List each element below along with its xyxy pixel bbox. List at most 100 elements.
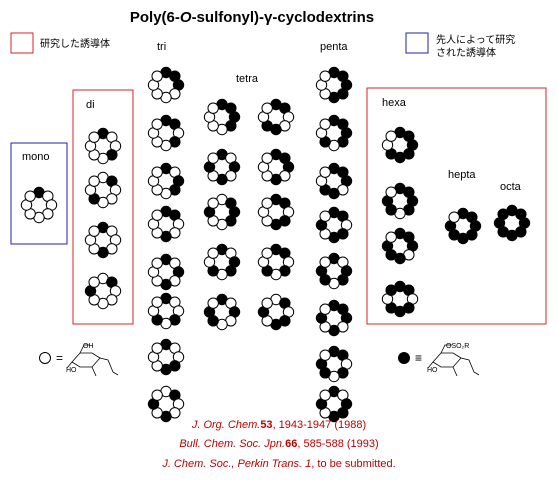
sulfonyl-group-label: OSO₂R (446, 343, 469, 350)
glucose-unit-circle (319, 256, 331, 268)
ring-tetra-7 (203, 243, 241, 281)
glucose-unit-circle (319, 166, 331, 178)
ring-tetra-5 (203, 193, 241, 231)
ring-tri-8 (147, 385, 185, 423)
glucose-unit-circle (319, 389, 331, 401)
reference-3-journal: J. Chem. Soc., Perkin Trans. 1 (162, 458, 312, 470)
ring-hexa-1 (381, 126, 419, 164)
legend-studied-label: 研究した誘導体 (40, 37, 110, 50)
ring-tetra-1 (203, 98, 241, 136)
ring-tri-4 (147, 205, 185, 243)
mono-group-frame (10, 142, 68, 245)
legend-studied-swatch (10, 32, 34, 54)
ring-di-1 (84, 127, 122, 165)
ring-tri-3 (147, 162, 185, 200)
glucose-unit-circle (385, 130, 397, 142)
glucose-unit-circle (319, 210, 331, 222)
reference-1: J. Org. Chem.53, 1943-1947 (1988) (0, 419, 558, 431)
ring-tetra-6 (257, 193, 295, 231)
ring-penta-7 (315, 345, 353, 383)
glucose-unit-circle (385, 186, 397, 198)
sulfonyl-unit-structure-icon (427, 344, 480, 377)
ring-tetra-2 (257, 98, 295, 136)
glucose-unit-circle (261, 152, 273, 164)
glucose-unit-circle (261, 247, 273, 259)
glucose-unit-circle (88, 131, 100, 143)
ring-tetra-9 (203, 293, 241, 331)
ring-penta-6 (315, 299, 353, 337)
reference-2-journal: Bull. Chem. Soc. Jpn. (179, 438, 286, 450)
ring-hexa-4 (381, 280, 419, 318)
glucose-unit-circle (207, 247, 219, 259)
glucose-unit-circle (319, 349, 331, 361)
reference-3: J. Chem. Soc., Perkin Trans. 1, to be su… (0, 458, 558, 470)
glucose-ring-hydroxyl-label: HO (66, 367, 77, 374)
glucose-unit-circle (448, 211, 460, 223)
sulfonyl-unit-key: ≡ OSO₂R HO (398, 343, 480, 377)
ring-tetra-10 (257, 293, 295, 331)
group-label-tri: tri (157, 41, 166, 53)
glucose-unit-circle (385, 231, 397, 243)
filled-circle-equiv: ≡ (415, 351, 422, 365)
reference-2-details: , 585-588 (1993) (297, 438, 379, 450)
glucose-unit-key: = OH HO (39, 343, 119, 377)
ring-tetra-3 (203, 148, 241, 186)
ring-mono-1 (20, 186, 58, 224)
glucose-unit-circle (261, 197, 273, 209)
glucose-unit-circle (319, 118, 331, 130)
glucose-unit-circle (88, 276, 100, 288)
glucose-unit-circle (151, 257, 163, 269)
ring-tetra-8 (257, 243, 295, 281)
group-label-mono: mono (22, 151, 50, 163)
glucose-unit-circle (88, 175, 100, 187)
glucose-unit-circle (319, 70, 331, 82)
legend-predecessor-label-line1: 先人によって研究 (436, 33, 515, 46)
ring-octa-1 (493, 204, 531, 242)
group-label-octa: octa (500, 181, 522, 193)
ring-tri-5 (147, 253, 185, 291)
ring-penta-3 (315, 162, 353, 200)
cyclodextrin-rings-layer (20, 66, 531, 423)
glucose-unit-structure-icon (66, 344, 119, 377)
glucose-unit-circle (151, 166, 163, 178)
glucose-unit-circle (207, 152, 219, 164)
reference-1-details: , 1943-1947 (1988) (272, 419, 367, 431)
group-label-tetra: tetra (236, 73, 259, 85)
group-label-hepta: hepta (448, 169, 476, 181)
ring-penta-4 (315, 206, 353, 244)
sulfonyl-ring-hydroxyl-label: HO (427, 367, 438, 374)
glucose-unit-circle (207, 102, 219, 114)
ring-tri-7 (147, 338, 185, 376)
glucose-unit-circle (261, 297, 273, 309)
group-label-hexa: hexa (382, 97, 407, 109)
glucose-unit-circle (207, 297, 219, 309)
ring-di-4 (84, 272, 122, 310)
glucose-unit-circle (151, 389, 163, 401)
open-circle-equals: = (56, 351, 63, 365)
ring-penta-1 (315, 66, 353, 104)
open-circle-key-icon (39, 352, 51, 364)
reference-2: Bull. Chem. Soc. Jpn.66, 585-588 (1993) (0, 438, 558, 450)
glucose-unit-circle (88, 225, 100, 237)
reference-1-volume: 53 (260, 419, 273, 431)
reference-2-volume: 66 (285, 438, 298, 450)
glucose-unit-circle (151, 70, 163, 82)
glucose-unit-circle (319, 303, 331, 315)
glucose-unit-circle (151, 296, 163, 308)
glucose-unit-circle (151, 118, 163, 130)
ring-di-2 (84, 171, 122, 209)
glucose-unit-circle (24, 190, 36, 202)
di-group-frame (72, 89, 134, 325)
sulfonylated-unit-circle (385, 284, 397, 296)
ring-tri-6 (147, 292, 185, 330)
ring-tri-2 (147, 114, 185, 152)
ring-penta-2 (315, 114, 353, 152)
glucose-unit-circle (151, 209, 163, 221)
ring-penta-8 (315, 385, 353, 423)
group-label-di: di (86, 99, 95, 111)
glucose-hydroxyl-label: OH (83, 343, 94, 350)
legend-predecessor-label-line2: された誘導体 (436, 46, 496, 59)
glucose-unit-circle (151, 342, 163, 354)
reference-1-journal: J. Org. Chem. (191, 419, 261, 431)
